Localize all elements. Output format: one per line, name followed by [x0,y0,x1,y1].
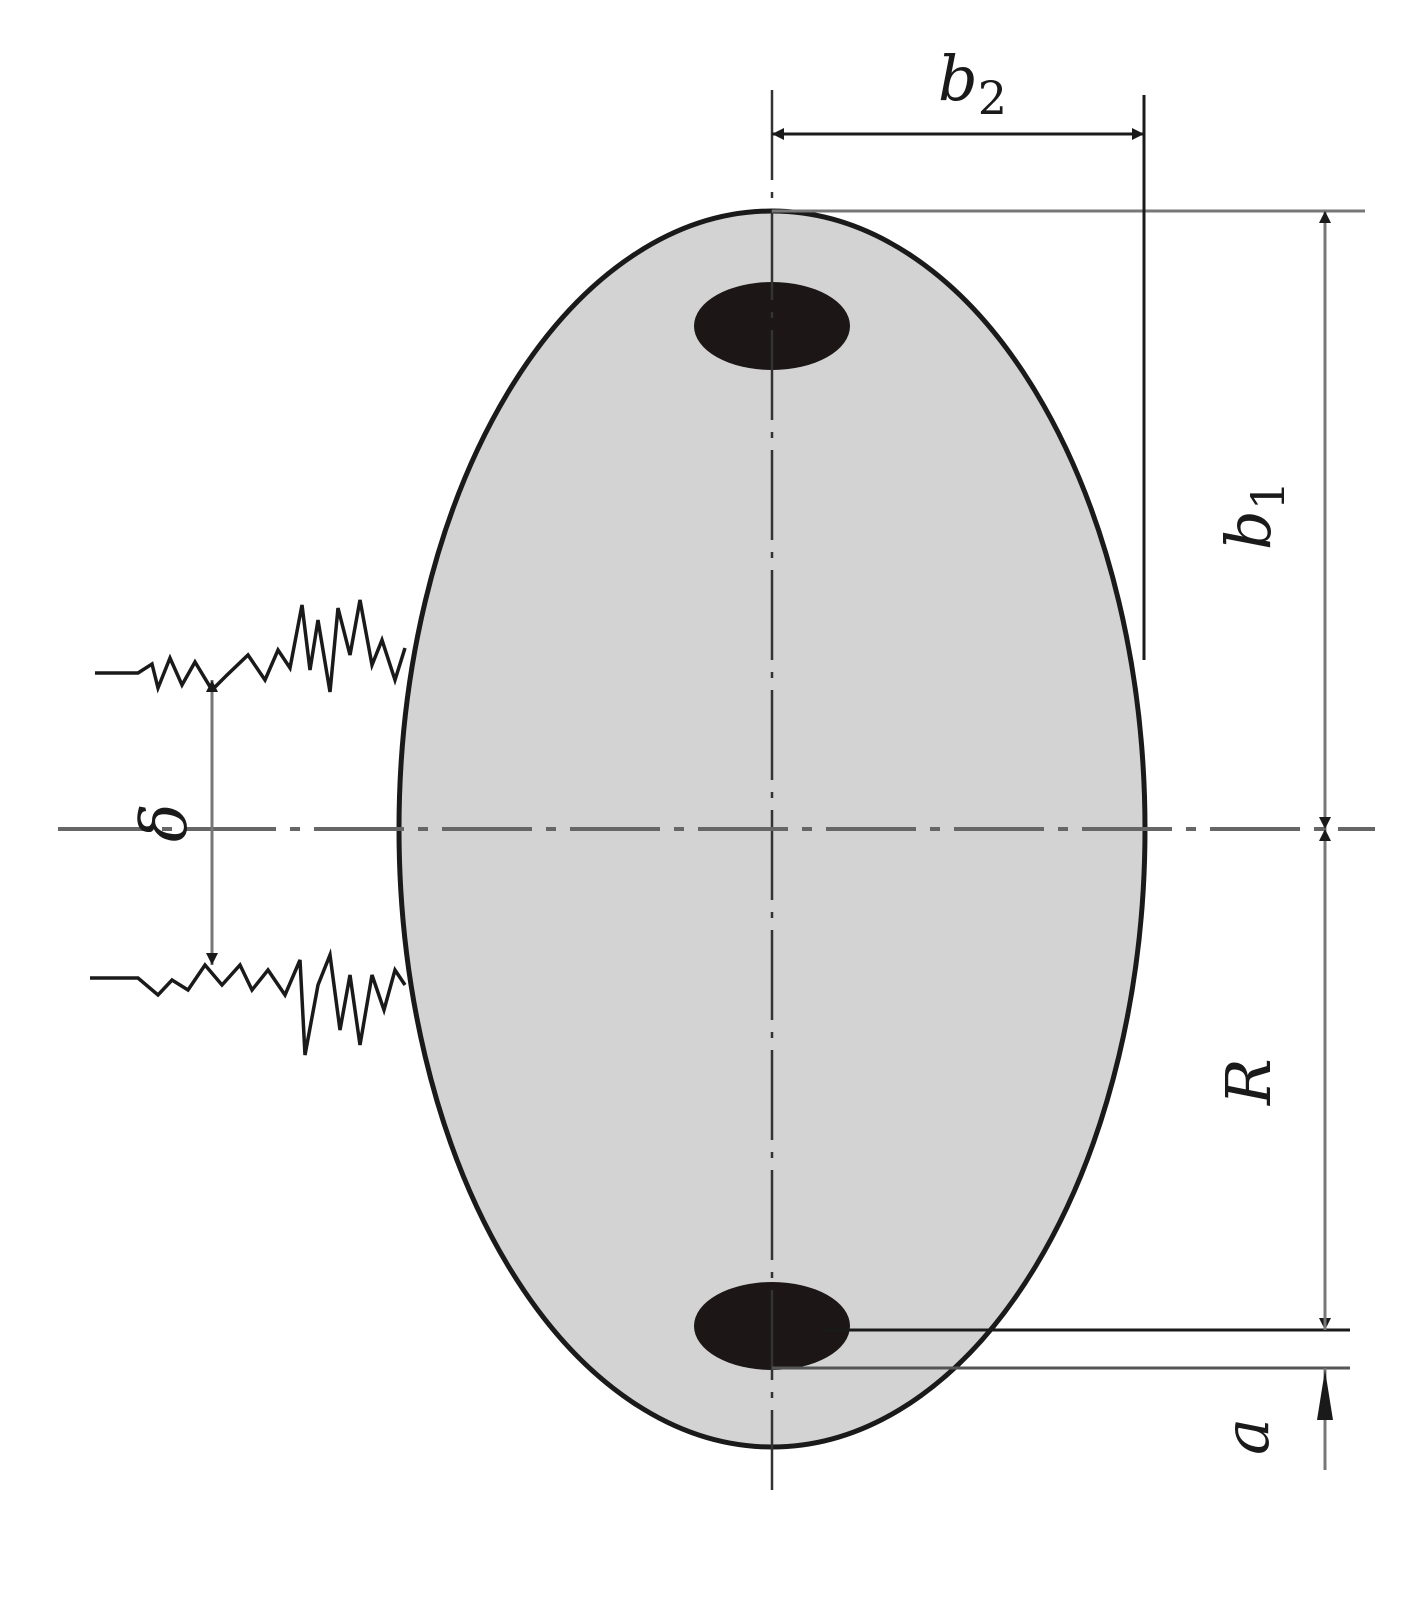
label-a: a [1210,1418,1283,1455]
top-spot [694,282,850,370]
label-R: R [1212,1058,1285,1106]
svg-text:b1: b1 [1212,481,1295,550]
dimension-a: a [1210,1300,1333,1470]
label-b2-base: b [938,42,978,115]
label-b2-sub: 2 [978,71,1007,125]
dimension-R: R [1212,829,1331,1330]
upper-jagged-line [95,599,407,694]
dimension-b2: b2 [772,42,1144,140]
label-b1-sub: 1 [1241,481,1295,510]
label-b1-base: b [1212,510,1285,550]
dimension-b1: b1 [1212,211,1331,829]
label-delta: δ [128,803,202,842]
lower-jagged-line [90,948,407,1056]
extension-lines [772,95,1365,1370]
svg-text:b2: b2 [938,42,1007,125]
dimension-delta: δ [128,680,218,965]
